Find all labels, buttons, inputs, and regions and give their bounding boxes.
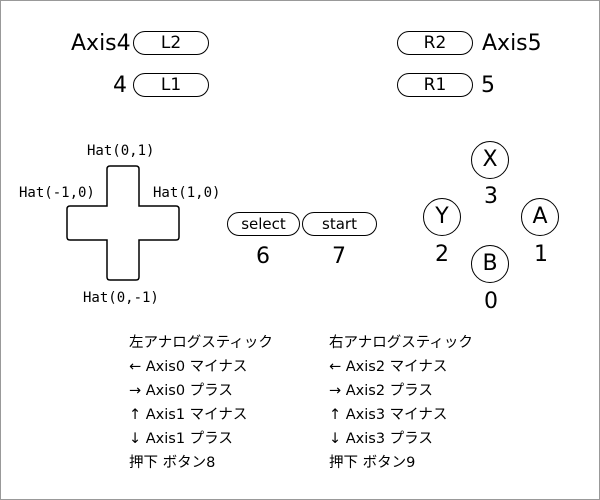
left-stick-line: ← Axis0 マイナス <box>129 359 248 375</box>
left-stick-line: ↑ Axis1 マイナス <box>129 407 248 423</box>
left-stick-description: 左アナログスティック ← Axis0 マイナス → Axis0 プラス ↑ Ax… <box>129 331 273 475</box>
a-button-number: 1 <box>534 242 548 267</box>
x-button-number: 3 <box>484 184 498 209</box>
axis5-label: Axis5 <box>482 31 542 56</box>
right-stick-title: 右アナログスティック <box>329 335 473 351</box>
start-button-number: 7 <box>332 244 346 269</box>
dpad-right-label: Hat(1,0) <box>153 185 221 201</box>
right-stick-line: → Axis2 プラス <box>329 383 433 399</box>
dpad-down-label: Hat(0,-1) <box>83 290 159 306</box>
l2-button: L2 <box>133 31 209 55</box>
r1-button-number: 5 <box>481 73 495 98</box>
x-button: X <box>471 141 509 179</box>
right-stick-line: ↑ Axis3 マイナス <box>329 407 448 423</box>
right-stick-line: ← Axis2 マイナス <box>329 359 448 375</box>
r1-button: R1 <box>397 73 473 97</box>
dpad-icon <box>66 165 180 281</box>
start-button: start <box>302 212 377 236</box>
left-stick-title: 左アナログスティック <box>129 335 273 351</box>
b-button: B <box>471 245 509 283</box>
a-button: A <box>521 198 559 236</box>
left-stick-line: ↓ Axis1 プラス <box>129 431 233 447</box>
r2-button: R2 <box>397 31 473 55</box>
left-stick-line: → Axis0 プラス <box>129 383 233 399</box>
dpad-up-label: Hat(0,1) <box>87 143 155 159</box>
right-stick-line: 押下 ボタン9 <box>329 455 416 471</box>
l1-button: L1 <box>133 73 209 97</box>
dpad-left-label: Hat(-1,0) <box>19 185 95 201</box>
right-stick-line: ↓ Axis3 プラス <box>329 431 433 447</box>
select-button: select <box>227 212 300 236</box>
y-button-number: 2 <box>435 242 449 267</box>
b-button-number: 0 <box>484 289 498 314</box>
right-stick-description: 右アナログスティック ← Axis2 マイナス → Axis2 プラス ↑ Ax… <box>329 331 473 475</box>
y-button: Y <box>423 198 461 236</box>
axis4-label: Axis4 <box>71 31 131 56</box>
l1-button-number: 4 <box>113 73 127 98</box>
left-stick-line: 押下 ボタン8 <box>129 455 216 471</box>
select-button-number: 6 <box>256 244 270 269</box>
